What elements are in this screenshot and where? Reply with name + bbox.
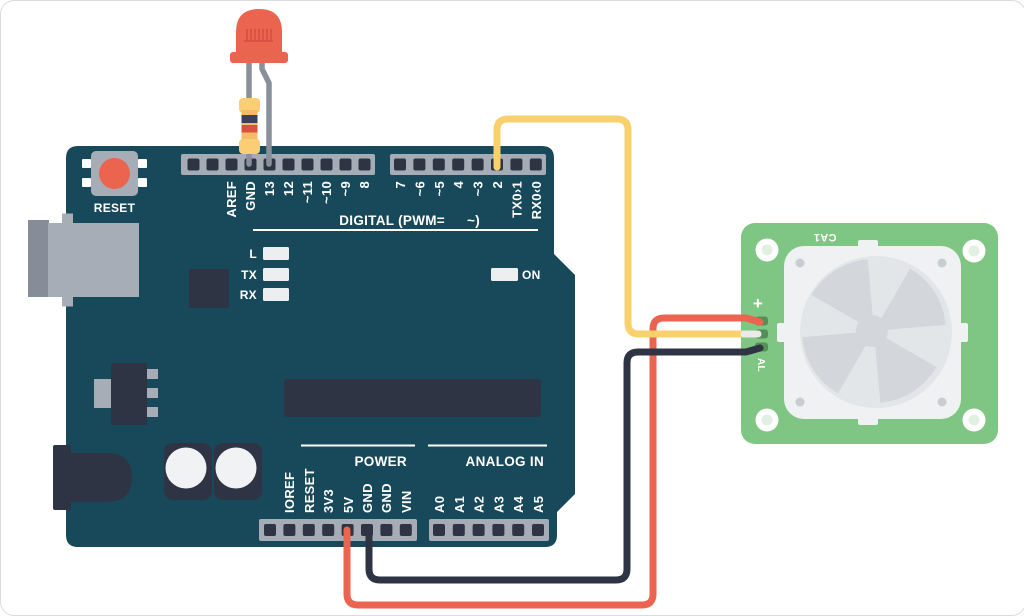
arduino-board <box>66 146 575 547</box>
pin-label-8: 8 <box>357 181 372 189</box>
reset-label: RESET <box>94 201 136 215</box>
pin-label-10: ~10 <box>319 181 334 204</box>
pin-label-gnd-top: GND <box>243 181 258 211</box>
resistor-band-navy <box>241 115 258 123</box>
wire-red-power <box>343 314 764 609</box>
reset-button-cap <box>99 158 130 189</box>
digital-header-right-strip <box>390 154 546 175</box>
voltage-regulator <box>94 363 158 425</box>
pin-label-a4: A4 <box>511 495 526 513</box>
resistor-band-red <box>241 125 258 133</box>
power-caption: POWER <box>354 454 407 469</box>
pir-mounting-hole <box>755 238 986 432</box>
digital-left-labels: AREF GND 13 12 ~11 ~10 ~9 8 <box>224 181 372 218</box>
pin-label-tx1: TX0›1 <box>509 181 524 218</box>
analog-pin-labels: A0 A1 A2 A3 A4 A5 <box>432 495 546 513</box>
digital-caption: DIGITAL (PWM= <box>339 213 445 228</box>
led-l-label: L <box>249 247 257 261</box>
led-rx <box>263 288 289 301</box>
led-on-label: ON <box>522 268 541 282</box>
pir-model-label: CA1 <box>814 231 837 243</box>
led-on <box>491 268 518 281</box>
pin-label-a0: A0 <box>432 496 447 513</box>
digital-caption-tilde: ~) <box>467 213 480 228</box>
pin-label-2: 2 <box>490 181 505 189</box>
pin-label-gnd1: GND <box>360 483 375 513</box>
pin-label-a2: A2 <box>472 496 487 513</box>
pin-label-a3: A3 <box>491 496 506 513</box>
analog-header-strip <box>429 519 549 541</box>
pir-plus-label: + <box>753 294 763 313</box>
pin-label-5: ~5 <box>432 181 447 196</box>
capacitor <box>214 443 262 500</box>
led-tx-label: TX <box>241 268 257 282</box>
pin-label-4: 4 <box>451 181 466 189</box>
power-pin-labels: IOREF RESET 3V3 5V GND GND VIN <box>282 468 414 513</box>
capacitor <box>164 443 212 500</box>
led-tx <box>263 268 289 281</box>
led-l <box>263 247 289 260</box>
usb-port <box>28 213 139 307</box>
pin-label-ioref: IOREF <box>282 472 297 513</box>
pin-label-reset: RESET <box>302 468 317 513</box>
pin-label-a1: A1 <box>452 496 467 513</box>
usb-interface-chip <box>189 269 229 308</box>
pin-label-5v: 5V <box>341 496 356 513</box>
pin-label-13: 13 <box>262 181 277 196</box>
pin-label-3v3: 3V3 <box>321 489 336 513</box>
pin-label-6: ~6 <box>412 181 427 196</box>
pir-sensor: CA1 + AL <box>741 223 998 444</box>
pin-label-12: 12 <box>281 181 296 196</box>
red-led <box>230 9 288 63</box>
wire-yellow-signal <box>493 115 749 338</box>
reset-button <box>82 151 147 196</box>
pin-label-gnd2: GND <box>379 483 394 513</box>
microcontroller-ic <box>284 379 541 417</box>
wire-black-ground <box>365 344 764 584</box>
pin-label-rx0: RX0‹0 <box>529 181 544 219</box>
pin-label-aref: AREF <box>224 181 239 218</box>
power-header-strip <box>259 519 417 541</box>
pir-al-label: AL <box>755 358 766 372</box>
pin-label-vin: VIN <box>399 490 414 513</box>
barrel-jack <box>53 445 132 510</box>
led-rx-label: RX <box>240 288 257 302</box>
pir-screw <box>795 258 947 407</box>
pir-lens <box>800 256 952 408</box>
digital-right-labels: 7 ~6 ~5 4 ~3 2 TX0›1 RX0‹0 <box>393 181 544 220</box>
pin-label-11: ~11 <box>300 181 315 203</box>
pin-label-7: 7 <box>393 181 408 189</box>
pin-label-9: ~9 <box>338 181 353 196</box>
resistor <box>239 98 260 154</box>
pin-label-a5: A5 <box>531 496 546 513</box>
analog-caption: ANALOG IN <box>466 454 544 469</box>
led-filament <box>244 29 273 42</box>
pin-label-3: ~3 <box>471 181 486 196</box>
